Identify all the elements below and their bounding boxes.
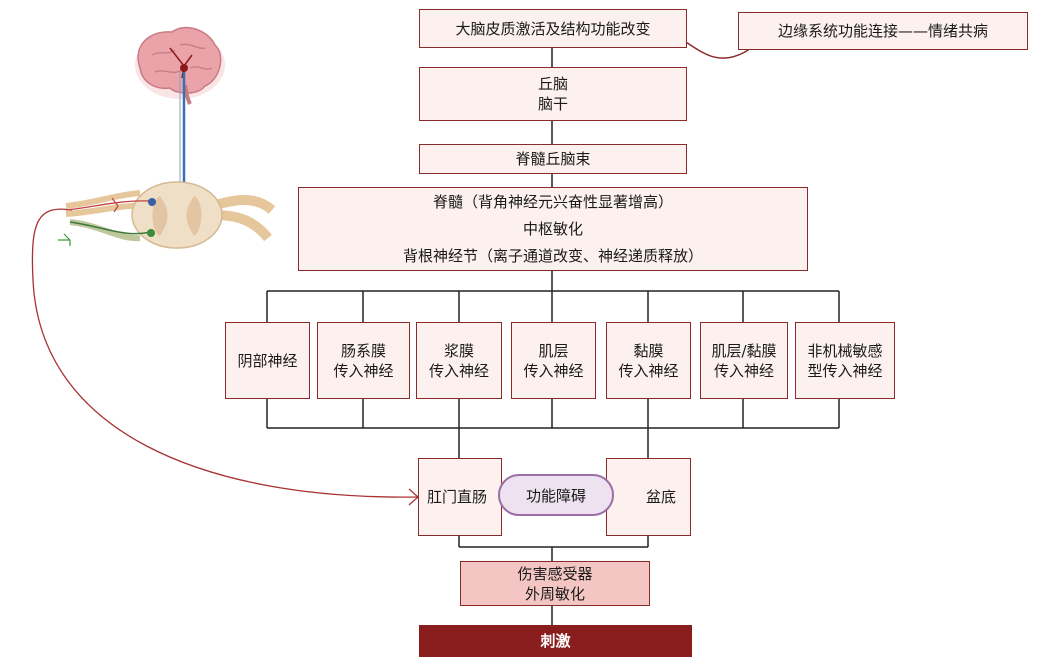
nociceptor-box: 伤害感受器 外周敏化 xyxy=(460,561,650,606)
cortex-box: 大脑皮质激活及结构功能改变 xyxy=(419,9,687,48)
nerve-box-mucosal: 黏膜 传入神经 xyxy=(606,322,691,399)
dysfunction-pill: 功能障碍 xyxy=(498,474,614,516)
stimulus-box: 刺激 xyxy=(419,625,692,657)
nerve-box-muscular-mucosal: 肌层/黏膜 传入神经 xyxy=(700,322,788,399)
nerve-box-mesenteric: 肠系膜 传入神经 xyxy=(317,322,410,399)
spinal-cord-box: 脊髓（背角神经元兴奋性显著增高） 中枢敏化 背根神经节（离子通道改变、神经递质释… xyxy=(298,187,808,271)
nerve-box-serosal: 浆膜 传入神经 xyxy=(416,322,502,399)
thalamus-brainstem-box: 丘脑 脑干 xyxy=(419,67,687,121)
spinothalamic-tract-box: 脊髓丘脑束 xyxy=(419,144,687,174)
anorectum-box: 肛门直肠 xyxy=(418,458,502,536)
brain-illustration xyxy=(135,26,225,105)
pelvic-floor-box: 盆底 xyxy=(606,458,691,536)
nerve-box-muscular: 肌层 传入神经 xyxy=(511,322,596,399)
nerve-box-pudendal: 阴部神经 xyxy=(225,322,310,399)
nerve-box-non-mechanosensitive: 非机械敏感 型传入神经 xyxy=(795,322,895,399)
feedback-arc xyxy=(31,208,419,498)
spinal-cord-illustration xyxy=(58,181,276,249)
limbic-system-box: 边缘系统功能连接——情绪共病 xyxy=(738,12,1028,50)
